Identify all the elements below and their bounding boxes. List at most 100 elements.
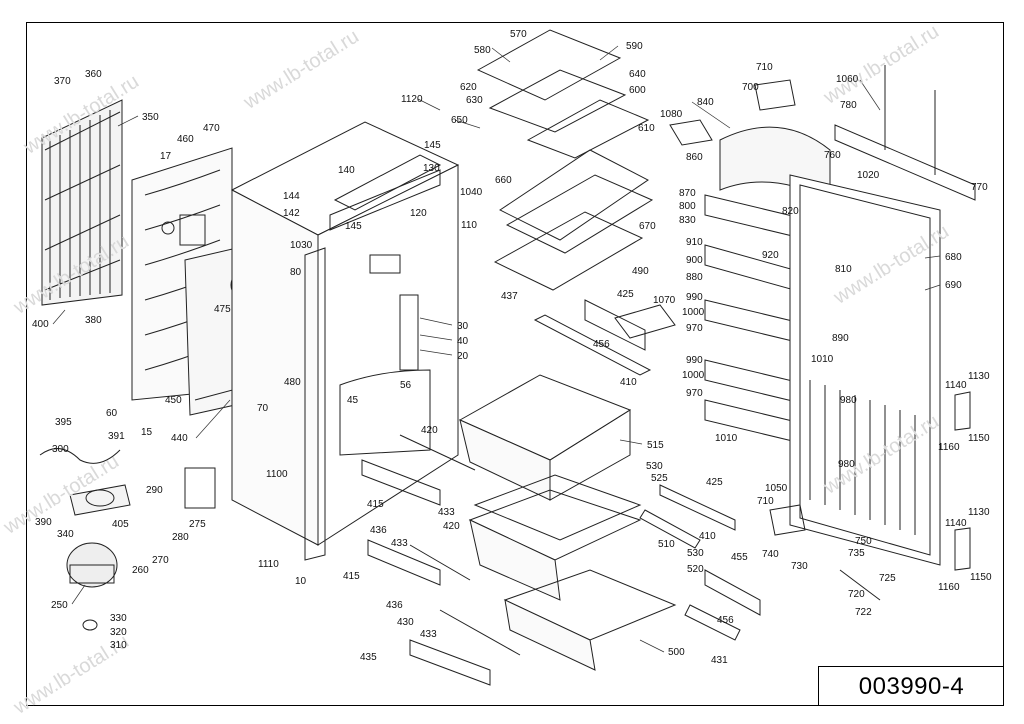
part-label: 405 (112, 519, 129, 530)
crisper-drawers (458, 374, 677, 671)
part-label: 710 (756, 62, 773, 73)
part-label: 437 (501, 291, 518, 302)
part-label: 130 (423, 163, 440, 174)
part-label: 391 (108, 431, 125, 442)
part-label: 270 (152, 555, 169, 566)
part-label: 990 (686, 292, 703, 303)
part-label: 280 (172, 532, 189, 543)
part-label: 530 (646, 461, 663, 472)
part-label: 610 (638, 123, 655, 134)
part-label: 920 (762, 250, 779, 261)
part-label: 970 (686, 323, 703, 334)
part-label: 525 (651, 473, 668, 484)
part-label: 1150 (968, 433, 990, 444)
part-label: 520 (687, 564, 704, 575)
part-label: 722 (855, 607, 872, 618)
part-label: 470 (203, 123, 220, 134)
part-label: 145 (424, 140, 441, 151)
part-label: 730 (791, 561, 808, 572)
part-label: 456 (593, 339, 610, 350)
door (789, 174, 941, 566)
part-label: 310 (110, 640, 127, 651)
part-label: 415 (343, 571, 360, 582)
part-label: 780 (840, 100, 857, 111)
part-label: 980 (838, 459, 855, 470)
part-label: 370 (54, 76, 71, 87)
part-label: 360 (85, 69, 102, 80)
part-label: 433 (391, 538, 408, 549)
part-label: 436 (370, 525, 387, 536)
part-label: 20 (457, 351, 469, 362)
glass-shelves-top (476, 29, 654, 291)
part-label: 430 (397, 617, 414, 628)
part-label: 440 (171, 433, 188, 444)
part-label: 970 (686, 388, 703, 399)
part-label: 400 (32, 319, 49, 330)
part-label: 750 (855, 536, 872, 547)
part-label: 880 (686, 272, 703, 283)
part-label: 990 (686, 355, 703, 366)
part-label: 510 (658, 539, 675, 550)
part-label: 820 (782, 206, 799, 217)
part-label: 80 (290, 267, 302, 278)
part-label: 420 (421, 425, 438, 436)
part-label: 110 (461, 220, 477, 231)
part-label: 650 (451, 115, 468, 126)
part-label: 680 (945, 252, 962, 263)
part-label: 480 (284, 377, 301, 388)
compressor (39, 448, 216, 631)
part-label: 490 (632, 266, 649, 277)
part-label: 900 (686, 255, 703, 266)
part-label: 770 (971, 182, 988, 193)
part-label: 1020 (857, 170, 880, 181)
part-label: 735 (848, 548, 865, 559)
part-label: 435 (360, 652, 377, 663)
part-label: 515 (647, 440, 664, 451)
part-label: 800 (679, 201, 696, 212)
part-label: 1130 (968, 371, 990, 382)
part-label: 580 (474, 45, 491, 56)
part-label: 640 (629, 69, 646, 80)
part-label: 420 (443, 521, 460, 532)
drawing-frame (26, 22, 1004, 706)
part-label: 250 (51, 600, 68, 611)
part-label: 433 (420, 629, 437, 640)
part-label: 740 (762, 549, 779, 560)
part-label: 500 (668, 647, 685, 658)
part-label: 1120 (401, 94, 423, 105)
part-label: 1130 (968, 507, 990, 518)
part-label: 431 (711, 655, 728, 666)
part-label: 1080 (660, 109, 683, 120)
hinges (754, 65, 976, 601)
part-label: 425 (706, 477, 723, 488)
part-label: 1150 (970, 572, 992, 583)
part-label: 570 (510, 29, 527, 40)
part-label: 45 (347, 395, 359, 406)
part-label: 1040 (460, 187, 483, 198)
part-label: 395 (55, 417, 72, 428)
part-label: 350 (142, 112, 159, 123)
part-label: 56 (400, 380, 412, 391)
part-label: 710 (757, 496, 774, 507)
part-label: 455 (731, 552, 748, 563)
part-label: 390 (35, 517, 52, 528)
part-label: 720 (848, 589, 865, 600)
part-label: 70 (257, 403, 269, 414)
part-label: 760 (824, 150, 841, 161)
part-label: 700 (742, 82, 759, 93)
leader-lines (52, 45, 941, 653)
part-label: 1070 (653, 295, 676, 306)
part-label: 380 (85, 315, 102, 326)
part-label: 340 (57, 529, 74, 540)
part-label: 530 (687, 548, 704, 559)
part-label: 690 (945, 280, 962, 291)
part-label: 810 (835, 264, 852, 275)
part-label: 15 (141, 427, 153, 438)
part-label: 475 (214, 304, 231, 315)
part-label: 1010 (811, 354, 834, 365)
part-label: 1160 (938, 442, 960, 453)
part-label: 660 (495, 175, 512, 186)
part-label: 1100 (266, 469, 288, 480)
part-label: 410 (699, 531, 716, 542)
part-label: 330 (110, 613, 127, 624)
